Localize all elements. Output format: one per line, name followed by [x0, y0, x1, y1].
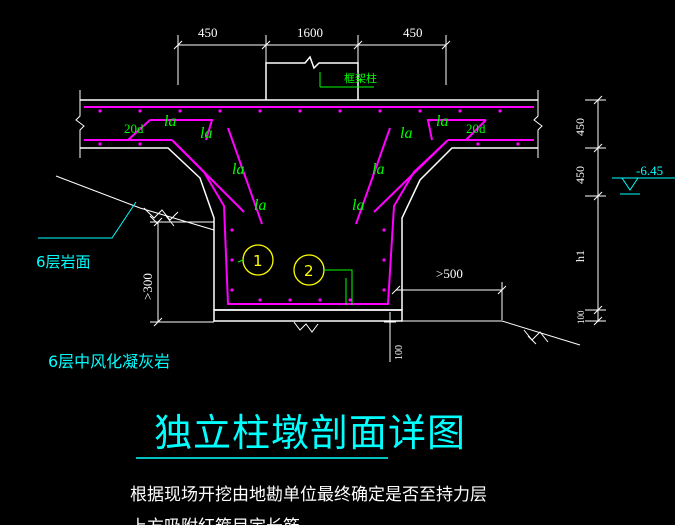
dim-top-mid: 1600	[297, 25, 323, 40]
dim-top-left: 450	[198, 25, 218, 40]
bottom-dimension	[384, 312, 396, 362]
ext-dimension	[391, 282, 507, 320]
la-label-6: la	[400, 125, 412, 142]
dim-right-top: 450	[573, 118, 587, 136]
rock-surface-line	[55, 175, 215, 231]
la-label-2: la	[200, 125, 212, 142]
top-dimension-chain	[173, 35, 451, 85]
dim-ext: >500	[436, 266, 463, 281]
rock-surface-label: 6层岩面	[36, 253, 91, 271]
la-label-7: la	[372, 161, 384, 178]
note-line-2: 上方吸附红箍目定长筋	[130, 517, 300, 525]
lap-20d-right: 20d	[466, 121, 486, 136]
slab-break-right	[533, 90, 543, 158]
la-label-5: la	[436, 113, 448, 130]
column-label: 框架柱	[344, 71, 377, 85]
dim-right-bottom: 100	[576, 310, 586, 324]
rebar-dots	[98, 109, 520, 302]
rock-surface-leader	[38, 201, 137, 239]
la-label-4: la	[254, 197, 266, 214]
elevation-mark	[612, 177, 675, 195]
bubble-1-number: 1	[253, 252, 263, 270]
dim-top-right: 450	[403, 25, 423, 40]
bottom-hatch	[293, 321, 319, 333]
right-dimension-chain	[585, 95, 606, 326]
la-labels: la la la la la la la la	[164, 113, 448, 214]
la-label-3: la	[232, 161, 244, 178]
lap-20d-left: 20d	[124, 121, 144, 136]
dim-left-depth: >300	[140, 273, 155, 300]
elevation-value: -6.45	[636, 163, 663, 178]
dim-bottom: 100	[394, 345, 405, 360]
dim-right-h1: h1	[573, 250, 587, 262]
rock-type-label: 6层中风化凝灰岩	[48, 352, 170, 371]
concrete-outline	[80, 55, 538, 322]
ground-line-right	[402, 320, 581, 346]
bubble-1: 1	[237, 244, 274, 276]
drawing-title: 独立柱墩剖面详图	[154, 411, 466, 455]
la-label-1: la	[164, 113, 176, 130]
depth-dimension-left	[150, 217, 214, 327]
rebar-cage	[84, 106, 534, 305]
bubble-2: 2	[293, 254, 353, 305]
note-line-1: 根据现场开挖由地勘单位最终确定是否至持力层	[130, 485, 487, 505]
bubble-2-number: 2	[304, 262, 314, 280]
column-leader	[319, 72, 374, 88]
slab-break-left	[75, 90, 85, 158]
la-label-8: la	[352, 197, 364, 214]
dim-right-mid: 450	[573, 166, 587, 184]
